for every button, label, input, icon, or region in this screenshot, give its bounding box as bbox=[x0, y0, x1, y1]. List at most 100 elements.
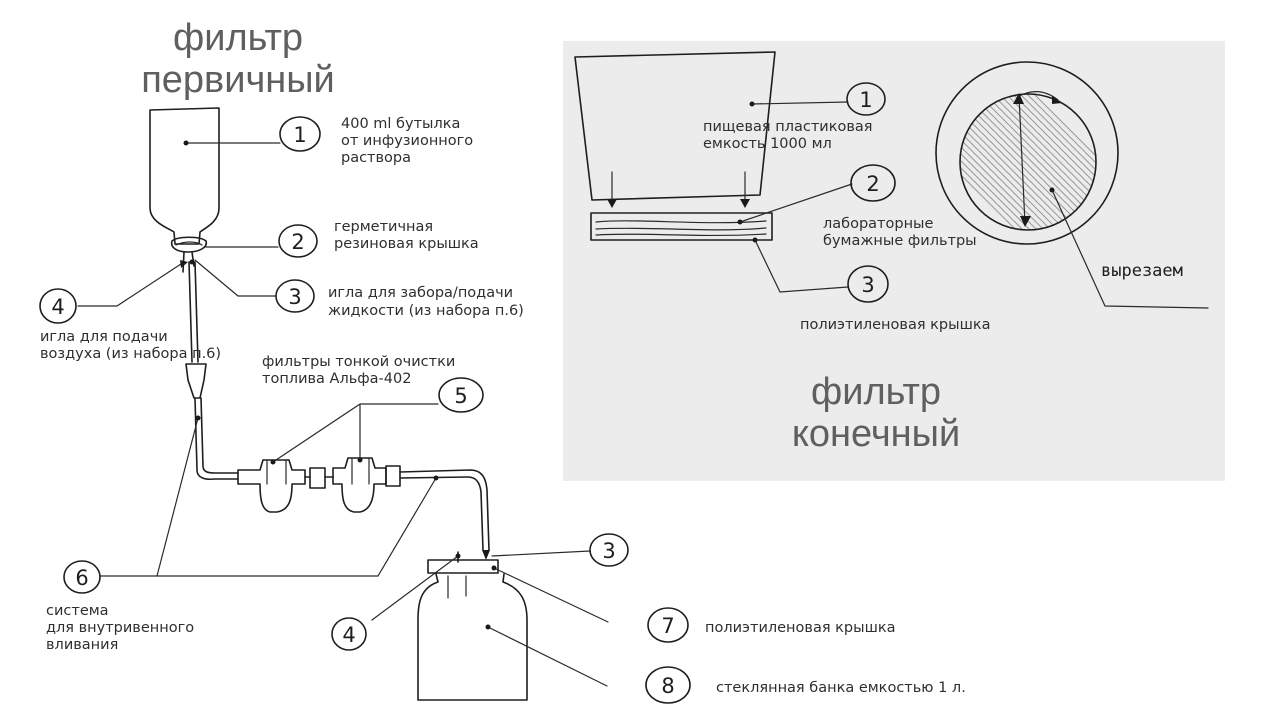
hatch-line bbox=[1010, 94, 1096, 230]
leader-final-3 bbox=[754, 239, 849, 293]
marker-3-label: 3 bbox=[288, 285, 301, 309]
leader-8 bbox=[487, 626, 608, 687]
hatch-line bbox=[1017, 94, 1096, 230]
hatch-line bbox=[1031, 94, 1096, 230]
infusion-bottle bbox=[149, 107, 220, 245]
label-needle-air-2: воздуха (из набора п.6) bbox=[40, 346, 221, 362]
marker-6-label: 6 bbox=[75, 566, 88, 590]
fuel-filter-left bbox=[237, 459, 306, 513]
leader-3 bbox=[194, 259, 277, 297]
marker-3-lower: 3 bbox=[589, 533, 629, 567]
hatch-line bbox=[1003, 94, 1096, 230]
label-cut-note: вырезаем bbox=[1101, 261, 1183, 281]
marker-final-1: 1 bbox=[846, 82, 886, 116]
label-system-2: для внутривенного bbox=[46, 620, 194, 636]
marker-6: 6 bbox=[63, 560, 101, 594]
label-fuel-filters-2: топлива Альфа-402 bbox=[262, 371, 411, 387]
label-bottle-2: от инфузионного bbox=[341, 133, 473, 149]
marker-4: 4 bbox=[39, 288, 77, 324]
glass-jar bbox=[417, 551, 528, 701]
label-needle-liquid-1: игла для забора/подачи bbox=[328, 285, 513, 301]
label-paper-1: лабораторные bbox=[823, 216, 934, 232]
hatch-line bbox=[960, 94, 1026, 230]
marker-2: 2 bbox=[278, 224, 318, 258]
marker-5-label: 5 bbox=[454, 384, 467, 408]
arrow-down-left bbox=[607, 171, 617, 208]
label-jar: стеклянная банка емкостью 1 л. bbox=[716, 680, 966, 696]
hatch-line bbox=[960, 94, 1061, 230]
hatch-line bbox=[960, 94, 1068, 230]
hatch-line bbox=[960, 94, 1033, 230]
marker-3: 3 bbox=[275, 279, 315, 313]
label-system-3: вливания bbox=[46, 637, 118, 653]
label-cap-2: резиновая крышка bbox=[334, 236, 479, 252]
leader-4 bbox=[77, 261, 185, 307]
label-needle-air-1: игла для подачи bbox=[40, 329, 168, 345]
final-filter-section: 1 2 3 пищевая пластиковая емкость 1000 м… bbox=[574, 51, 1209, 455]
marker-8-label: 8 bbox=[661, 674, 674, 698]
plastic-container bbox=[574, 51, 776, 201]
final-title-1: фильтр bbox=[811, 371, 941, 413]
leader-6 bbox=[99, 417, 437, 577]
leader-final-1 bbox=[751, 101, 849, 105]
connector-right bbox=[385, 465, 401, 487]
leader-4-lower bbox=[371, 555, 459, 621]
coupling bbox=[309, 467, 326, 489]
marker-final-2-label: 2 bbox=[866, 172, 879, 196]
leader-3-lower bbox=[491, 550, 591, 557]
marker-1-label: 1 bbox=[293, 123, 306, 147]
cut-circle-drawing bbox=[935, 61, 1209, 309]
leader-cut bbox=[1051, 189, 1209, 309]
arrow-down-right bbox=[740, 171, 750, 208]
label-needle-liquid-2: жидкости (из набора п.6) bbox=[328, 303, 524, 319]
fuel-filter-right bbox=[332, 457, 387, 513]
hatch-line bbox=[960, 94, 1047, 230]
label-container-2: емкость 1000 мл bbox=[703, 136, 832, 152]
hatch-line bbox=[960, 94, 1040, 230]
label-bottle-1: 400 ml бутылка bbox=[341, 116, 460, 132]
hatch-line bbox=[982, 94, 1096, 230]
marker-5: 5 bbox=[438, 377, 484, 413]
leader-final-2 bbox=[739, 183, 853, 223]
tube-upper bbox=[188, 261, 199, 363]
primary-title-2: первичный bbox=[141, 59, 335, 101]
hatch-line bbox=[960, 94, 1054, 230]
marker-final-2: 2 bbox=[850, 164, 896, 202]
marker-1: 1 bbox=[279, 116, 321, 152]
primary-filter-section: фильтр первичный bbox=[39, 17, 966, 704]
jar-lid bbox=[427, 559, 499, 574]
marker-final-3: 3 bbox=[847, 265, 889, 303]
hatch-line bbox=[960, 94, 1019, 230]
tube-middle bbox=[194, 397, 239, 481]
label-final-lid: полиэтиленовая крышка bbox=[800, 317, 991, 333]
marker-4-lower-label: 4 bbox=[342, 623, 355, 647]
marker-2-label: 2 bbox=[291, 230, 304, 254]
label-system-1: система bbox=[46, 603, 109, 619]
label-paper-2: бумажные фильтры bbox=[823, 233, 977, 249]
marker-final-3-label: 3 bbox=[861, 273, 874, 297]
hatch-line bbox=[989, 94, 1096, 230]
leader-7 bbox=[493, 567, 609, 623]
marker-7-label: 7 bbox=[661, 614, 674, 638]
label-cap-1: герметичная bbox=[334, 219, 433, 235]
final-title-2: конечный bbox=[792, 413, 960, 455]
marker-3-lower-label: 3 bbox=[602, 539, 615, 563]
marker-8: 8 bbox=[645, 666, 691, 704]
primary-title-1: фильтр bbox=[173, 17, 303, 59]
marker-final-1-label: 1 bbox=[859, 88, 872, 112]
label-bottle-3: раствора bbox=[341, 150, 411, 166]
label-fuel-filters-1: фильтры тонкой очистки bbox=[262, 354, 455, 370]
marker-7: 7 bbox=[647, 607, 689, 643]
rubber-cap bbox=[170, 236, 208, 253]
paper-filters bbox=[590, 212, 773, 241]
tube-lower bbox=[399, 469, 490, 551]
hatch-line bbox=[960, 94, 1075, 230]
final-filter-panel bbox=[563, 41, 1225, 481]
drip-chamber bbox=[185, 363, 207, 399]
marker-4-lower: 4 bbox=[331, 617, 367, 651]
label-lid: полиэтиленовая крышка bbox=[705, 620, 896, 636]
hatch-line bbox=[1024, 94, 1096, 230]
leader-5 bbox=[272, 403, 439, 463]
marker-4-label: 4 bbox=[51, 295, 64, 319]
